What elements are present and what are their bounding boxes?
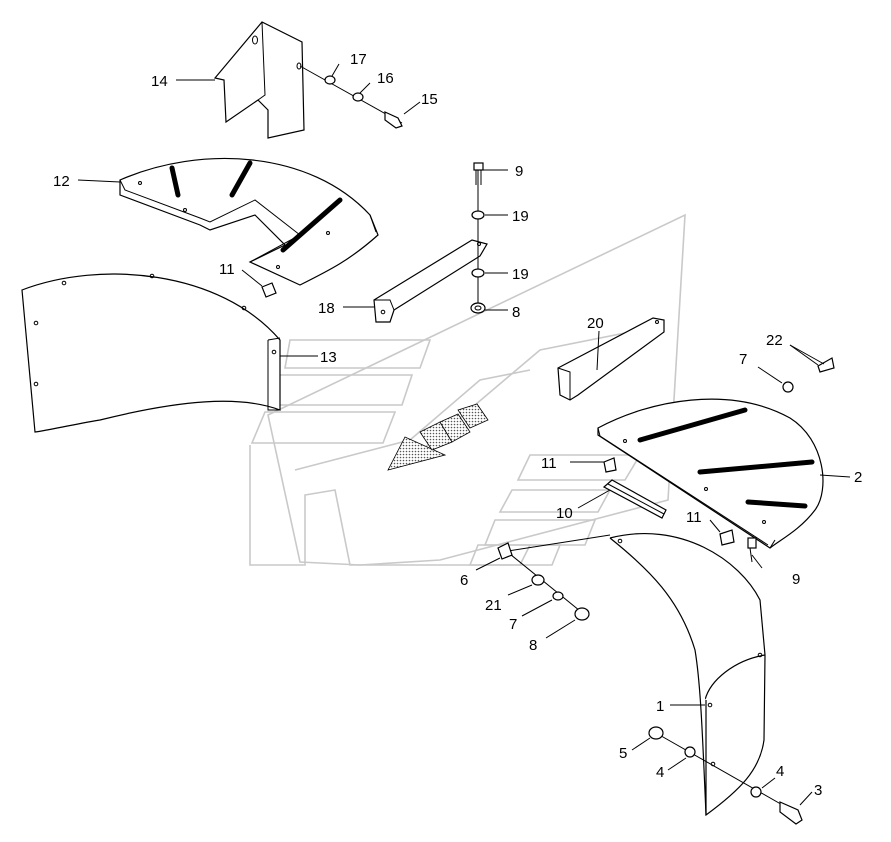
callout-18: 18	[318, 300, 335, 317]
nut-11c-icon	[719, 529, 735, 546]
callout-14: 14	[151, 73, 168, 90]
callout-4-right: 4	[776, 763, 784, 780]
washer-19-icon	[471, 210, 485, 220]
callout-2: 2	[854, 469, 862, 486]
callout-8-top: 8	[512, 304, 520, 321]
callout-7-lower: 7	[509, 616, 517, 633]
callout-7-right: 7	[739, 351, 747, 368]
callout-12: 12	[53, 173, 70, 190]
part-2-fender-plate[interactable]	[597, 398, 824, 549]
callout-13: 13	[320, 349, 337, 366]
logo-arrow-mark	[387, 403, 489, 471]
callout-labels: 14 17 16 15 12 9 19 11 19 18 8 13 20 22 …	[53, 51, 862, 799]
part-14-bracket[interactable]	[213, 21, 305, 139]
callout-11-right: 11	[686, 509, 702, 526]
nut-8b-icon	[574, 607, 590, 621]
bolt-15-icon	[384, 111, 403, 129]
nut-8-icon	[470, 302, 486, 314]
washer-7b-icon	[552, 591, 564, 601]
hardware	[261, 65, 835, 825]
bolt-22-icon	[817, 357, 835, 373]
nut-5-icon	[648, 726, 664, 740]
bolt-9-icon	[473, 162, 484, 171]
bolt-6-icon	[497, 542, 513, 560]
callout-10: 10	[556, 505, 573, 522]
part-10-strap[interactable]	[602, 479, 667, 519]
callout-19-lower: 19	[512, 266, 529, 283]
callout-17: 17	[350, 51, 367, 68]
callout-5: 5	[619, 745, 627, 762]
part-13-left-fender[interactable]	[21, 273, 281, 433]
bolt-3-icon	[779, 801, 803, 825]
washer-16-icon	[352, 92, 364, 102]
washer-4-icon	[684, 746, 696, 758]
callout-9-top: 9	[515, 163, 523, 180]
callout-6: 6	[460, 572, 468, 589]
callout-22: 22	[766, 332, 783, 349]
callout-9-right: 9	[792, 571, 800, 588]
callout-20: 20	[587, 315, 604, 332]
callout-11-center: 11	[541, 455, 557, 472]
bolt-9b-icon	[747, 537, 757, 549]
part-20-support-bracket[interactable]	[557, 317, 665, 401]
callout-3: 3	[814, 782, 822, 799]
callout-19-upper: 19	[512, 208, 529, 225]
part-18-support-bracket[interactable]	[373, 239, 488, 323]
washer-4b-icon	[750, 786, 762, 798]
washer-17-icon	[324, 75, 336, 85]
nut-11b-icon	[603, 457, 617, 473]
callout-15: 15	[421, 91, 438, 108]
callout-21: 21	[485, 597, 502, 614]
callout-4-left: 4	[656, 764, 664, 781]
callout-11-left: 11	[219, 261, 235, 278]
leader-lines	[77, 63, 851, 806]
washer-21-icon	[531, 574, 545, 586]
callout-1: 1	[656, 698, 664, 715]
callout-16: 16	[377, 70, 394, 87]
part-12-fender-plate[interactable]	[119, 157, 379, 286]
washer-19b-icon	[471, 268, 485, 278]
callout-8-lower: 8	[529, 637, 537, 654]
washer-7-icon	[782, 381, 794, 393]
part-1-right-fender[interactable]	[609, 533, 766, 817]
nut-11-icon	[261, 282, 277, 298]
